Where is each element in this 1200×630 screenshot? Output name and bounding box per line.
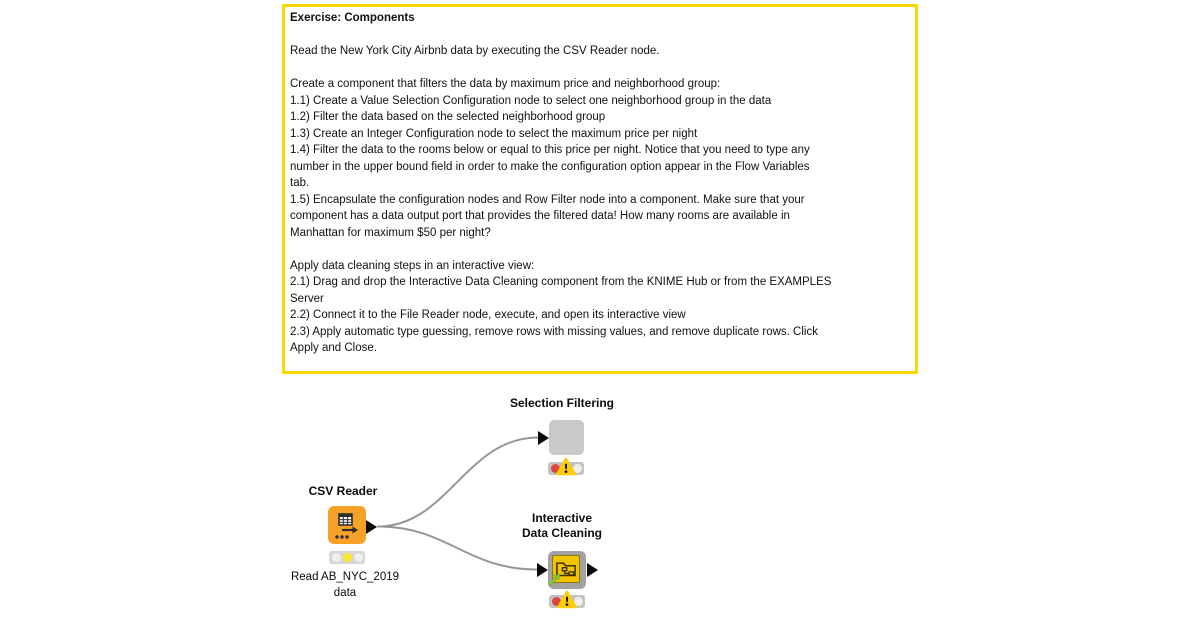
selection-filtering-label[interactable]: Selection Filtering xyxy=(509,396,614,410)
csv-reader-comment-line2: data xyxy=(333,587,357,599)
csv-reader-node[interactable] xyxy=(328,506,366,544)
traffic-red-off xyxy=(331,553,341,562)
interactive-data-cleaning-output-port[interactable] xyxy=(586,562,598,577)
annotation-paragraph: Apply data cleaning steps in an interact… xyxy=(290,258,910,357)
selection-filtering-input-port[interactable] xyxy=(538,430,549,445)
annotation-line: number in the upper bound field in order… xyxy=(290,160,810,173)
component-link-arrow-icon xyxy=(547,573,561,587)
csv-reader-output-port[interactable] xyxy=(366,519,377,534)
interactive-data-cleaning-label-line1: Interactive xyxy=(531,511,593,525)
annotation-line: Apply data cleaning steps in an interact… xyxy=(290,259,535,272)
annotation-line: 1.3) Create an Integer Configuration nod… xyxy=(290,127,698,140)
annotation-line: 1.1) Create a Value Selection Configurat… xyxy=(290,94,772,107)
annotation-line: Apply and Close. xyxy=(290,342,377,354)
interactive-data-cleaning-label-line2: Data Cleaning xyxy=(521,526,602,540)
annotation-paragraph: Create a component that filters the data… xyxy=(290,76,910,241)
annotation-line: Manhattan for maximum $50 per night? xyxy=(290,226,491,239)
csv-reader-label[interactable]: CSV Reader xyxy=(308,484,378,498)
traffic-yellow-on xyxy=(342,553,352,562)
traffic-green-off xyxy=(573,597,583,606)
workflow-annotation[interactable]: Exercise: Components Read the New York C… xyxy=(282,4,918,374)
traffic-green-off xyxy=(353,553,363,562)
interactive-data-cleaning-node[interactable] xyxy=(547,551,586,589)
annotation-line: tab. xyxy=(290,177,310,189)
selection-filtering-node[interactable] xyxy=(549,420,584,455)
annotation-line: 2.3) Apply automatic type guessing, remo… xyxy=(290,325,818,338)
traffic-red-on xyxy=(551,597,561,606)
annotation-line: Create a component that filters the data… xyxy=(290,78,721,90)
csv-reader-comment[interactable]: Read AB_NYC_2019 data xyxy=(245,569,445,601)
warning-icon xyxy=(556,457,576,476)
annotation-line: component has a data output port that pr… xyxy=(290,210,790,222)
selection-filtering-traffic-light xyxy=(548,457,584,476)
interactive-data-cleaning-input-port[interactable] xyxy=(537,562,548,577)
csv-reader-comment-line1: Read AB_NYC_2019 xyxy=(290,571,400,583)
annotation-line: 1.4) Filter the data to the rooms below … xyxy=(290,144,810,156)
annotation-title: Exercise: Components xyxy=(290,12,415,24)
annotation-line: 2.2) Connect it to the File Reader node,… xyxy=(290,309,686,321)
interactive-data-cleaning-traffic-light xyxy=(549,590,585,609)
annotation-line: 2.1) Drag and drop the Interactive Data … xyxy=(290,276,832,288)
interactive-data-cleaning-label[interactable]: Interactive Data Cleaning xyxy=(462,511,662,541)
annotation-line: Server xyxy=(290,292,324,305)
annotation-line: 1.2) Filter the data based on the select… xyxy=(290,111,606,123)
annotation-paragraph: Read the New York City Airbnb data by ex… xyxy=(290,43,910,60)
annotation-line: 1.5) Encapsulate the configuration nodes… xyxy=(290,193,805,206)
traffic-green-off xyxy=(572,464,582,473)
annotation-line: Read the New York City Airbnb data by ex… xyxy=(290,45,660,57)
annotation-blank-line xyxy=(290,27,910,44)
traffic-red-on xyxy=(550,464,560,473)
table-arrow-icon xyxy=(335,513,358,539)
warning-icon xyxy=(557,590,577,609)
csv-reader-traffic-light xyxy=(329,551,365,564)
